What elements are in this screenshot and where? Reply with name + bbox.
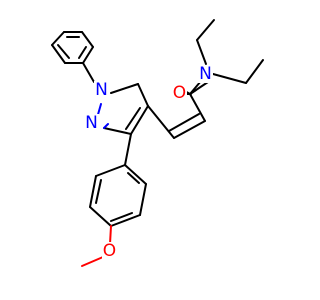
amide-o-label: O [172,83,187,103]
bond [82,62,95,83]
bond [127,172,140,184]
bond [110,214,141,227]
atom-background [172,84,187,102]
bond [196,19,215,41]
bond [124,164,147,185]
bond [212,73,247,84]
methoxy-o-label: O [102,241,117,261]
bond [173,120,206,139]
bond [124,133,132,166]
bond [109,225,112,245]
bond [103,127,132,135]
bond [189,93,206,122]
bond [57,44,70,59]
pyrazole-n1-label: N [94,80,109,100]
bond [130,105,149,135]
pyrazole-ring [96,83,149,135]
bond [103,123,109,129]
amide-n-label: N [198,64,213,84]
bond [51,44,66,64]
bond [110,83,139,94]
bond [89,206,112,227]
bond [82,46,94,64]
nitrogen-atom: N [95,80,108,100]
phenyl-ring-top [51,31,94,64]
oxygen-atom: O [103,241,116,261]
bond [139,183,147,216]
atom-background [198,65,213,83]
bond [95,164,126,177]
bond [81,31,94,48]
bond [51,31,65,46]
bond [110,212,133,222]
methoxy-group [81,225,112,267]
bond [125,107,141,130]
bond [81,256,104,267]
bond [245,59,264,84]
chemical-structure-diagram: N N N O O [51,19,264,267]
atom-background [84,114,99,132]
methoxyphenyl-ring [89,133,147,227]
oxygen-atom: O [173,83,186,103]
molecule-canvas: N N N O O [51,19,264,267]
ethyl-groups [196,19,264,84]
atom-background [102,242,117,260]
bond [189,81,209,95]
bond [196,39,207,65]
bond [95,179,102,204]
pyrazole-n2-label: N [84,113,99,133]
nitrogen-atom: N [199,64,212,84]
atom-background [94,81,109,99]
bond [137,83,149,107]
bond [168,113,200,132]
nitrogen-atom: N [85,113,98,133]
bond [147,105,175,139]
bond [89,175,97,208]
bond [78,46,87,59]
